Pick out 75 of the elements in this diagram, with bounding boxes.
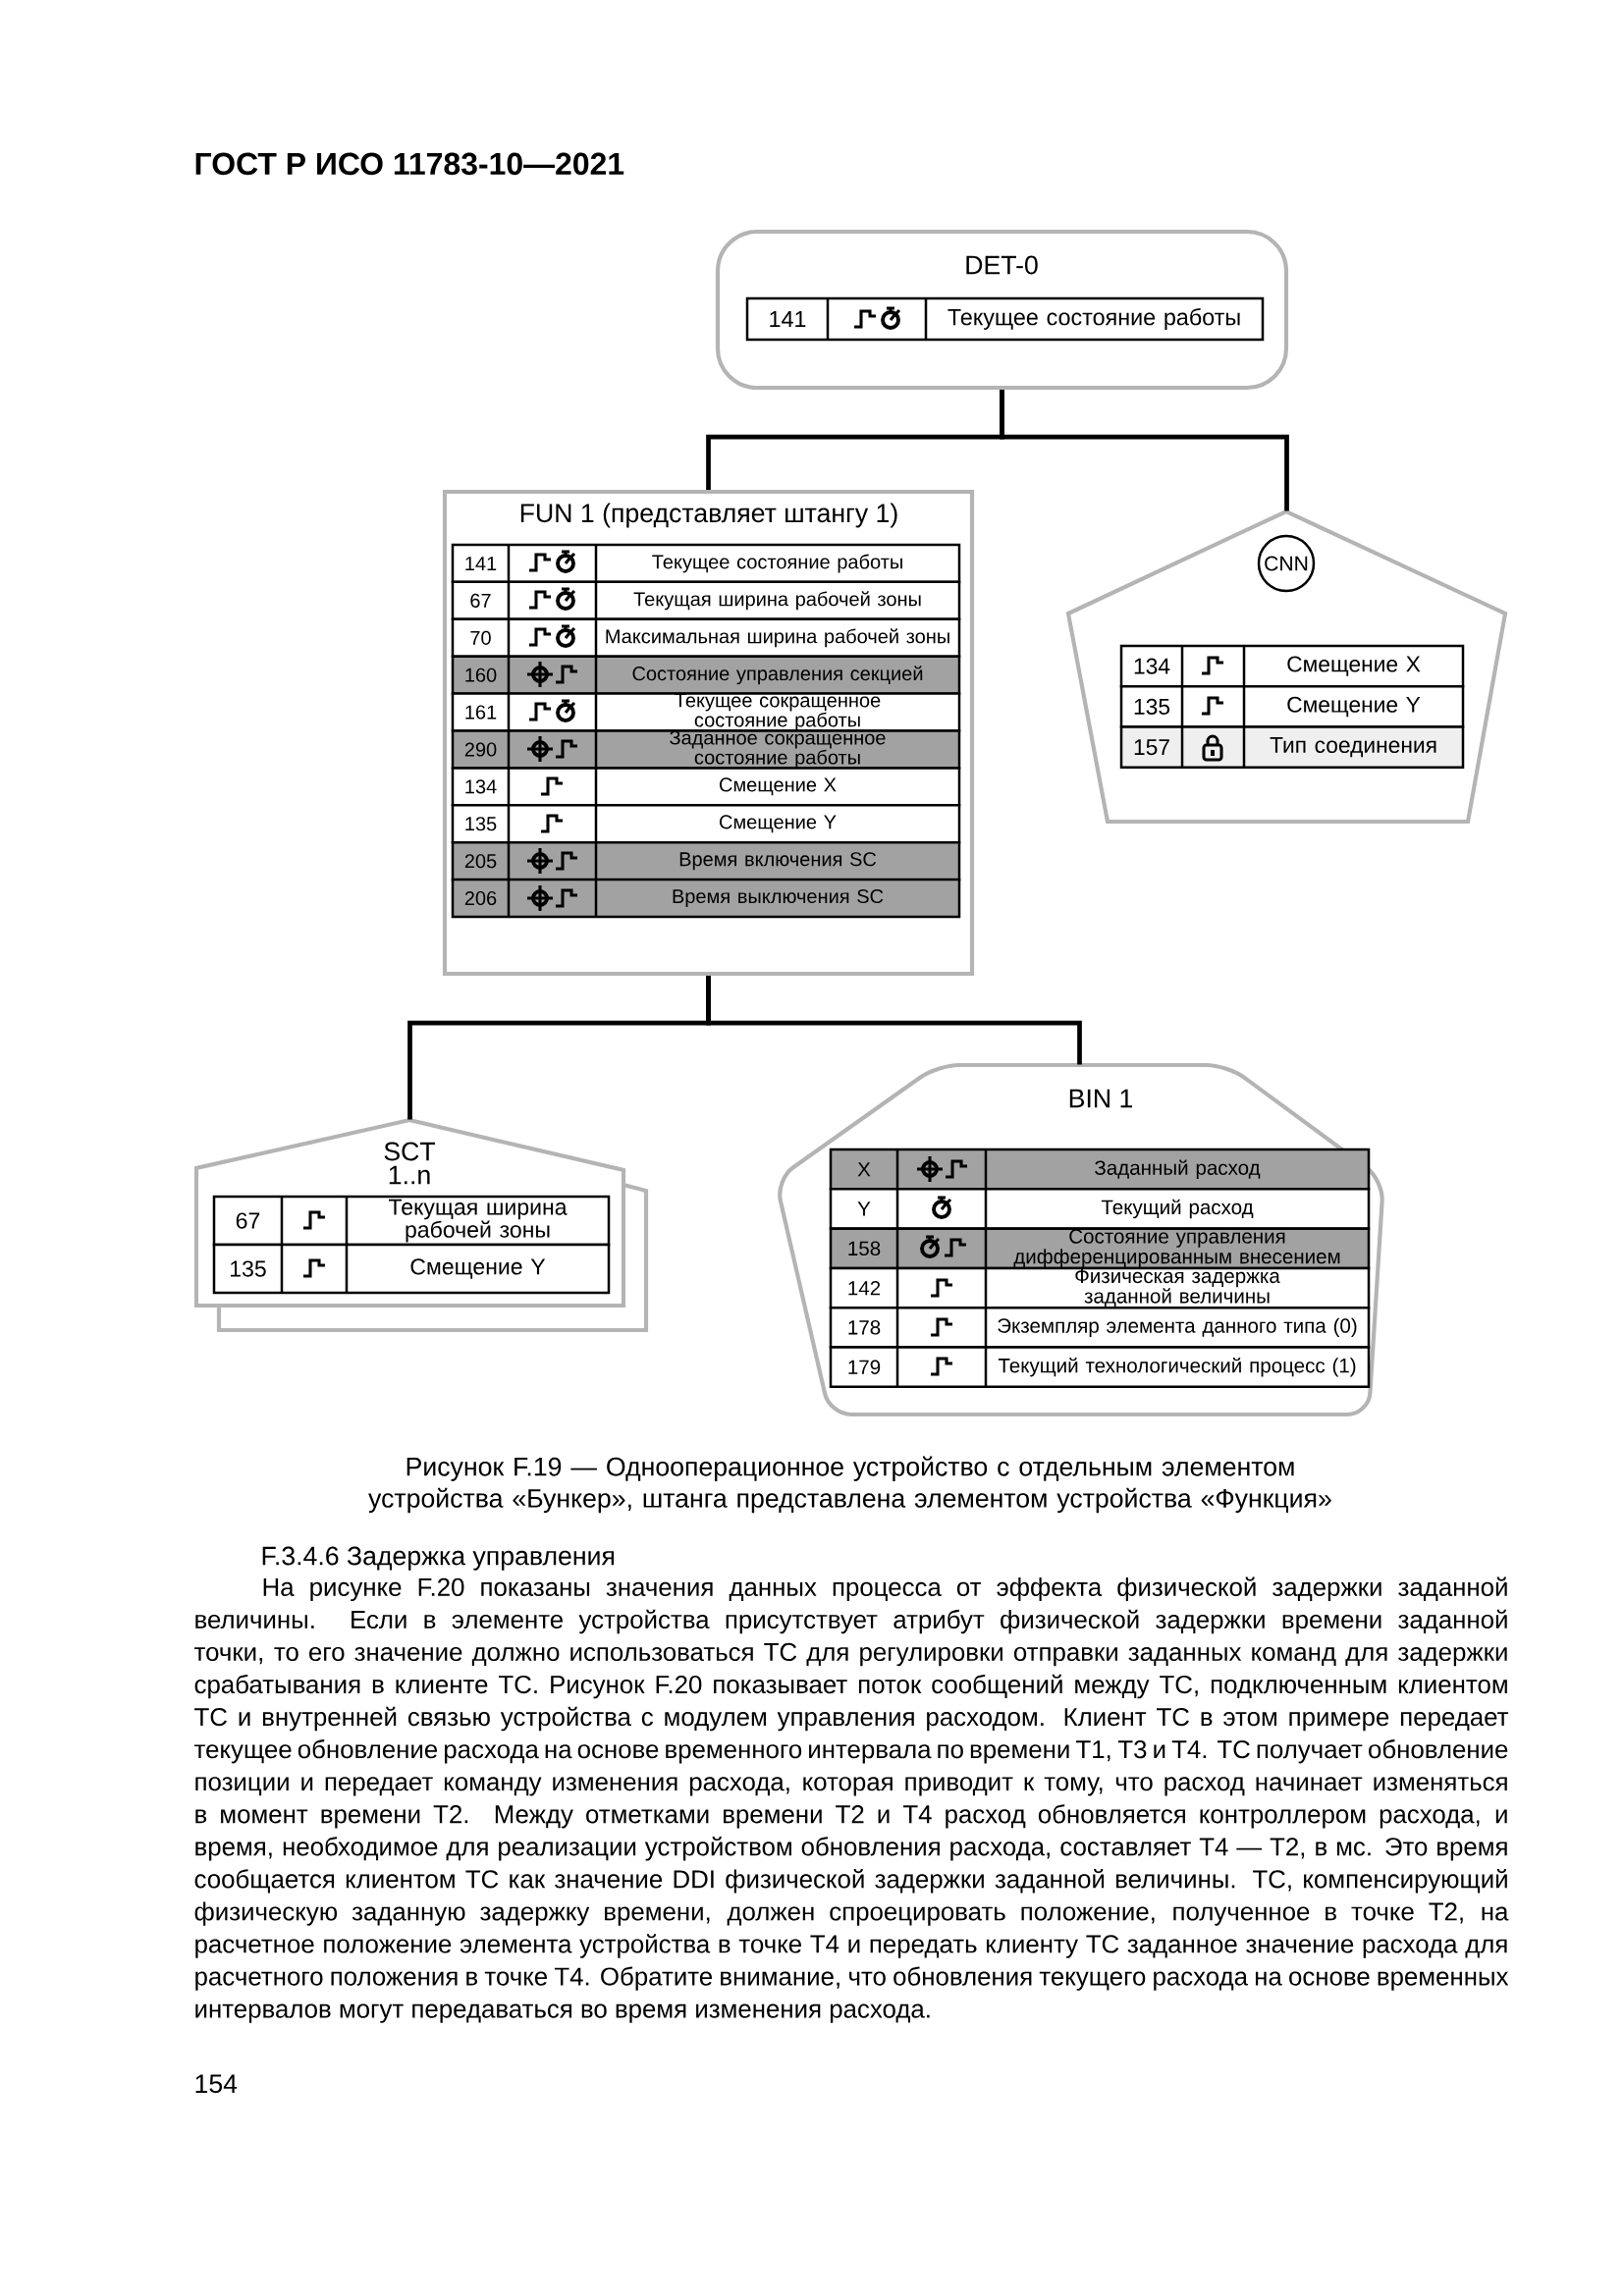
section-heading: F.3.4.6 Задержка управления	[262, 1546, 615, 1571]
node-label: Y	[857, 1201, 871, 1216]
node-label: Текущее сокращенное состояние работы	[675, 693, 881, 731]
table-row: 134 Смещение X	[1119, 644, 1465, 688]
node-label: X	[857, 1162, 871, 1177]
node-label: Максимальная ширина рабочей зоны	[606, 628, 949, 648]
node-label: 206	[464, 890, 497, 906]
node-label: 134	[1134, 658, 1170, 674]
node-label: Текущий технологический процесс (1)	[998, 1357, 1356, 1377]
circle-label: CNN	[1257, 534, 1316, 593]
node-label: 290	[464, 742, 497, 757]
table-row: 178 Экземпляр элемента данного типа (0)	[829, 1306, 1371, 1349]
node-label: Текущий расход	[1101, 1199, 1254, 1219]
node-label: Заданный расход	[1095, 1159, 1261, 1179]
node-label: Смещение X	[1287, 656, 1421, 676]
device-element-pentagon	[1065, 508, 1508, 825]
table-row: 70 Максимальная ширина рабочей зоны	[451, 617, 961, 658]
table-row: Y Текущий расход	[829, 1188, 1371, 1230]
node-label: 141	[770, 310, 806, 328]
node-label: 160	[465, 667, 497, 682]
table-row: 157 Тип соединения	[1119, 725, 1465, 770]
node-label: Текущая ширина рабочей зоны	[388, 1199, 568, 1243]
node-label: 157	[1134, 739, 1169, 756]
table-row: 135 Смещение Y	[1119, 685, 1465, 728]
node-label: Смещение Y	[1287, 696, 1421, 718]
node-label: 205	[464, 854, 497, 869]
table-row: 206 Время выключения SC	[451, 878, 961, 919]
table-row: 67 Текущая ширина рабочей зоны	[212, 1195, 611, 1247]
connector-line	[706, 976, 1082, 1065]
table-row: 134 Смещение X	[451, 767, 961, 807]
node-label: 142	[848, 1280, 881, 1296]
node-label: 135	[231, 1260, 266, 1277]
node-label: Время включения SC	[679, 852, 877, 871]
table-row: 179 Текущий технологический процесс (1)	[829, 1346, 1371, 1389]
node-label: Текущая ширина рабочей зоны	[633, 591, 921, 611]
node-label: Заданное сокращенное состояние работы	[670, 730, 886, 769]
node-label: 134	[465, 779, 497, 794]
page-header: ГОСТ Р ИСО 11783-10—2021	[195, 152, 624, 176]
table-row: 141 Текущее состояние работы	[745, 296, 1265, 342]
node-label: 179	[848, 1360, 881, 1375]
node-label: 178	[848, 1320, 881, 1335]
table-row: 290 Заданное сокращенное состояние работы	[451, 729, 961, 770]
node-label: 135	[1134, 698, 1170, 715]
node-label: Физическая задержка заданной величины	[1075, 1268, 1280, 1308]
node-label: 158	[848, 1241, 881, 1256]
node-label: Смещение X	[720, 777, 837, 796]
table-row: 135 Смещение Y	[212, 1243, 611, 1295]
node-label: 135	[465, 817, 497, 831]
node-label: Текущее состояние работы	[652, 554, 902, 573]
node-label: Время выключения SC	[673, 888, 884, 908]
node-label: Смещение Y	[720, 815, 837, 833]
node-label: 67	[470, 593, 491, 608]
node-label: Текущее состояние работы	[947, 308, 1240, 330]
table-row: 67 Текущая ширина рабочей зоны	[451, 580, 961, 620]
body-paragraph: На рисунке F.20 показаны значения данных процесса от эффекта физической задержки заданной величины. Если в элементе устройства присутствует атрибут физической задержки времени заданной точки, то его значение должно использоваться TC для регулировки отправки заданных команд для задержки срабатывания в клиенте TC. Рисунок F.20 показывает поток сообщений между TC, подключенным клиентом TC и внутренней связью устройства с модулем управления расходом. Клиент TC в этом примере передает текущее обновление расхода на основе временного интервала по времени T1, T3 и T4. TC получает обновление позиции и передает команду изменения расхода, которая приводит к тому, что расход начинает изменяться в момент времени T2. Между отметками времени T2 и T4 расход обновляется контроллером расхода, и время, необходимое для реализации устройством обновления расхода, составляет T4 — T2, в мс. Это время сообщается клиентом TC как значение DDI физической задержки заданной величины. TC, компенсирующий физическую заданную задержку времени, должен спроецировать положение, полученное в точке T2, на расчетное положение элемента устройства в точке T4 и передать клиенту TC заданное значение расхода для расчетного положения в точке T4. Обратите внимание, что обновления текущего расхода на основе временных интервалов могут передаваться во время изменения расхода.	[194, 1576, 1509, 2023]
table-row: 205 Время включения SC	[451, 841, 961, 881]
page-number: 154	[195, 2074, 238, 2094]
node-label: Экземпляр элемента данного типа (0)	[998, 1317, 1357, 1337]
figure-caption: Рисунок F.19 — Однооперационное устройство с отдельным элементом устройства «Бункер», штанга представлена элементом устройства «Функция»	[368, 1456, 1331, 1514]
node-label: Состояние управления дифференцированным внесением	[1013, 1229, 1340, 1268]
node-label: Состояние управления секцией	[632, 666, 923, 685]
table-row: 158 Состояние управления дифференцированным внесением	[829, 1227, 1371, 1270]
table-row: 161 Текущее сокращенное состояние работы	[451, 692, 961, 732]
table-row: 142 Физическая задержка заданной величины	[829, 1266, 1371, 1309]
node-label: 141	[465, 557, 497, 570]
node-label: Тип соединения	[1270, 737, 1436, 758]
node-label: Смещение Y	[410, 1258, 546, 1279]
node-label: 70	[470, 630, 491, 645]
table-row: 141 Текущее состояние работы	[451, 543, 961, 584]
table-row: X Заданный расход	[829, 1148, 1371, 1191]
table-row: 135 Смещение Y	[451, 804, 961, 844]
connector-line	[1000, 390, 1289, 511]
node-label: 161	[465, 705, 497, 720]
node-label: 67	[236, 1212, 260, 1229]
table-row: 160 Состояние управления секцией	[451, 655, 961, 695]
